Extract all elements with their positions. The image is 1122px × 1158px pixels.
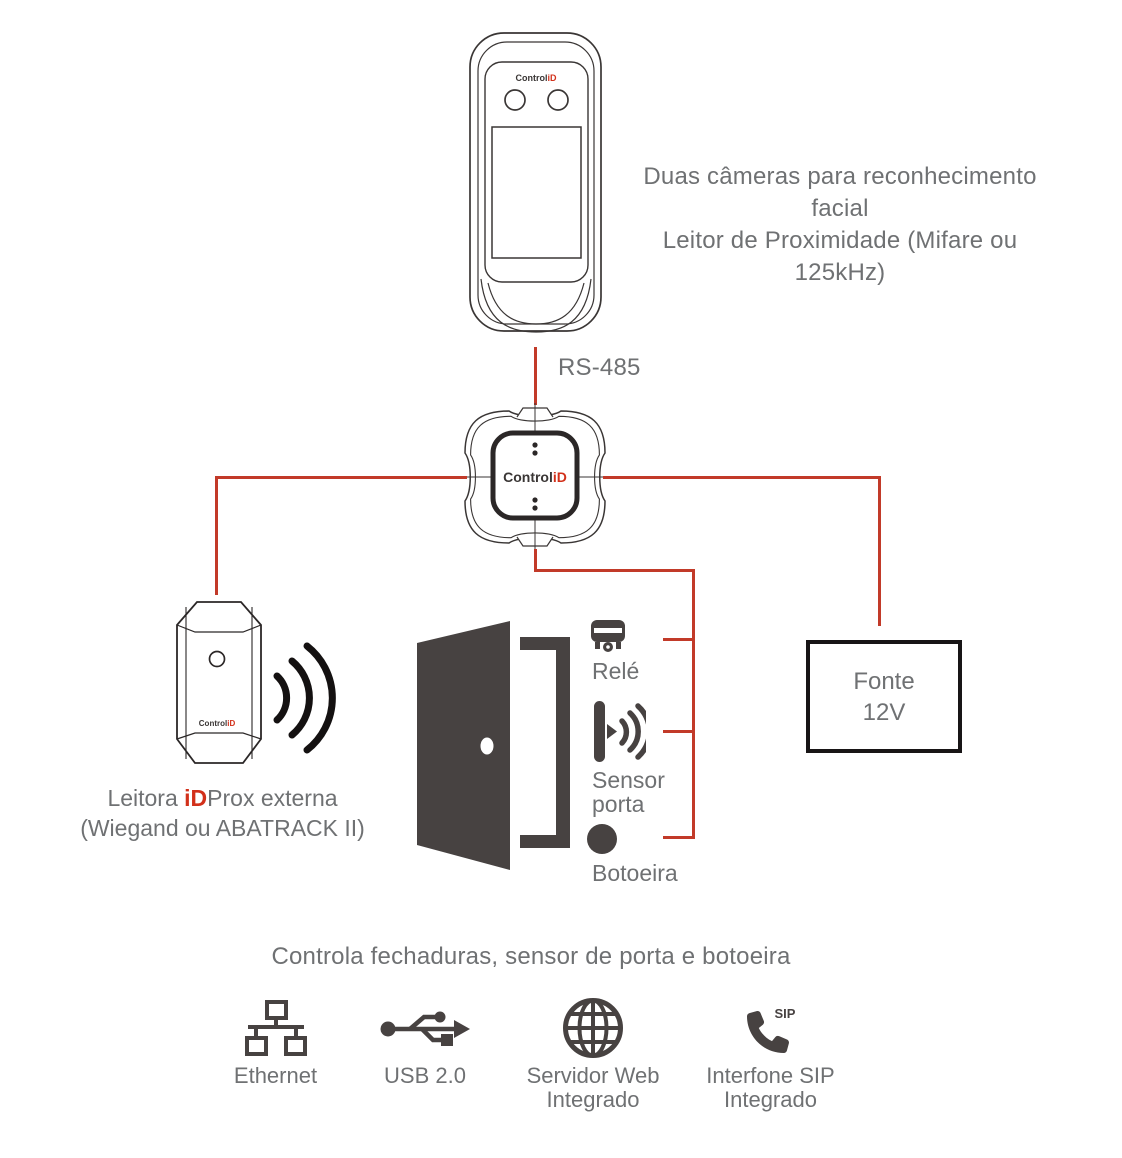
feature-label: Servidor Web Integrado [526,1063,660,1112]
web-server-icon [563,998,623,1058]
connector-stub-button [663,836,695,839]
controller-box-illustration: ControliD [461,403,609,551]
wireless-waves-icon [273,642,336,754]
connector-stub-sensor [663,730,695,733]
controller-front-face [490,430,580,521]
door-sensor-label: Sensor porta [592,767,665,817]
push-button-icon [587,824,617,854]
push-button-label: Botoeira [592,860,678,886]
rs485-line [534,347,537,405]
reader-label-line2: (Wiegand ou ABATRACK II) [80,815,365,841]
idprox-reader-illustration: ControliD [176,601,336,764]
facial-terminal-illustration: ControliD [469,32,602,333]
controller-brand-logo: ControliD [503,469,567,485]
terminal-note-line2: Leitor de Proximidade (Mifare ou 125kHz) [662,227,1018,286]
connector-left-horizontal [215,476,467,479]
connector-trunk-vertical [692,569,695,839]
reader-label-line1: Leitora iDProx externa [107,785,338,811]
door-frame [520,637,570,848]
feature-label: USB 2.0 [384,1063,466,1088]
usb-icon [380,1011,470,1046]
reader-brand-logo: ControliD [199,719,236,728]
rs485-label: RS-485 [558,354,641,381]
reader-label-brand: iD [184,785,208,811]
connector-left-vertical [215,476,218,595]
connector-right-vertical [878,476,881,626]
diagram-caption: Controla fechaduras, sensor de porta e b… [271,943,791,970]
door-knob [480,737,494,755]
terminal-note: Duas câmeras para reconhecimento facial … [615,161,1065,289]
relay-label: Relé [592,658,640,684]
reader-led-indicator [208,650,226,668]
camera-left-icon [504,89,526,111]
ethernet-icon [244,1000,307,1056]
camera-right-icon [547,89,569,111]
door-illustration [417,621,570,870]
feature-label: Interfone SIP Integrado [706,1063,835,1112]
reader-label: Leitora iDProx externa (Wiegand ou ABATR… [80,783,365,843]
relay-icon [591,620,625,652]
connector-bottom-horizontal [534,569,695,572]
sip-phone-icon: SIP [746,1006,795,1053]
door-leaf [417,621,510,870]
feature-sip-intercom: SIP Interfone SIP Integrado [693,998,848,1112]
feature-web-server: Servidor Web Integrado [523,996,663,1112]
power-supply-line1: Fonte [853,667,915,695]
sip-icon-text: SIP [774,1006,795,1021]
connector-bottom-drop [534,549,537,571]
connector-stub-relay [663,638,695,641]
feature-label: Ethernet [233,1063,318,1088]
terminal-note-line1: Duas câmeras para reconhecimento facial [643,163,1037,222]
feature-usb: USB 2.0 [360,998,490,1088]
door-sensor-icon [594,701,646,762]
connector-right-horizontal [603,476,881,479]
feature-ethernet: Ethernet [213,998,338,1088]
terminal-brand-logo: ControliD [516,73,558,83]
terminal-screen [491,126,582,259]
power-supply-box: Fonte 12V [806,640,962,753]
power-supply-line2: 12V [862,698,906,726]
